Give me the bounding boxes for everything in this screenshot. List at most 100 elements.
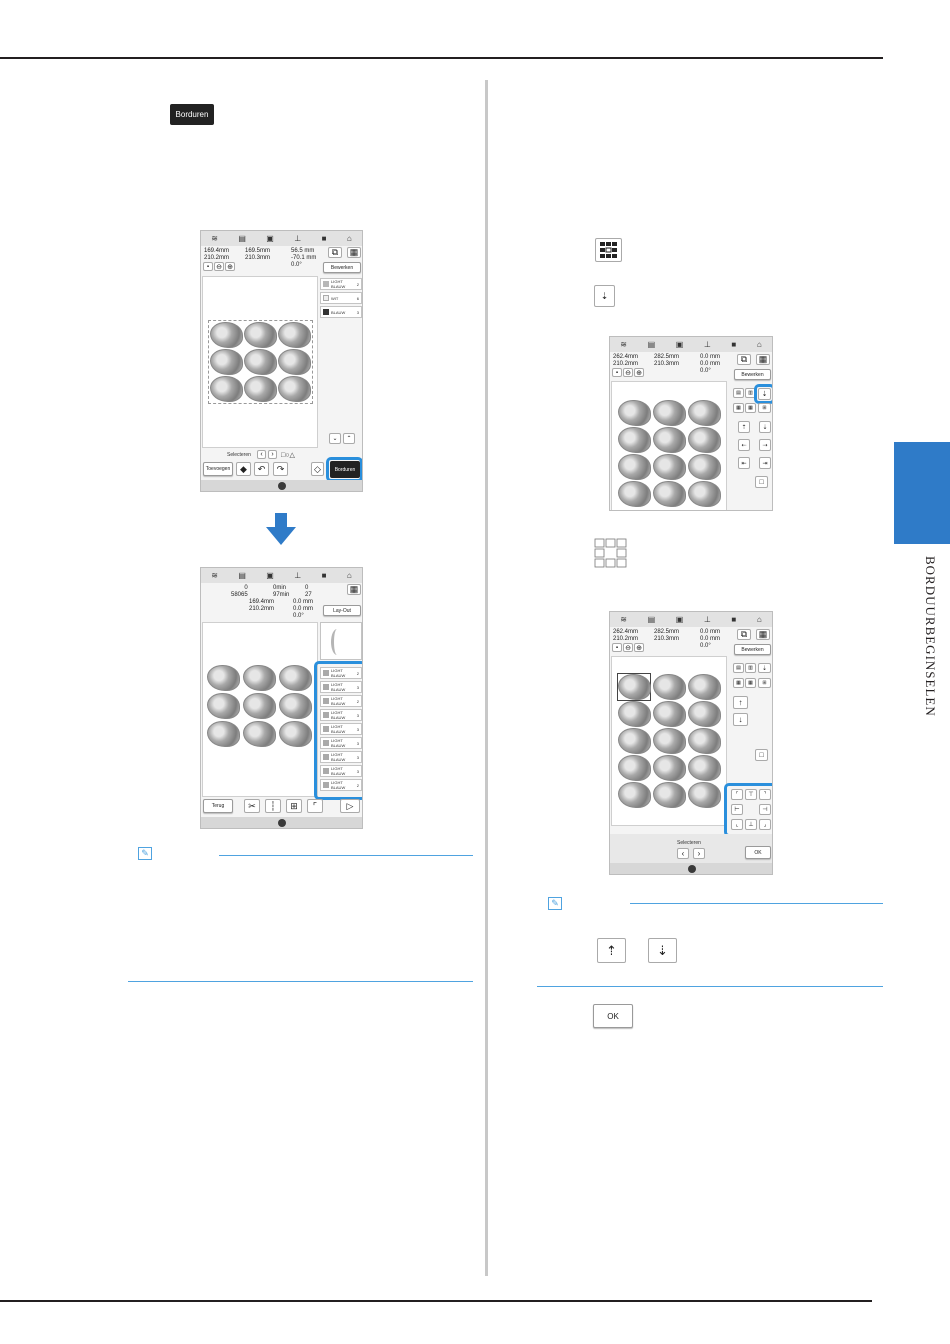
shape-select-icon[interactable]: □○△ — [281, 452, 295, 459]
copy-icon[interactable]: ⧉ — [328, 247, 342, 258]
forward-icon[interactable]: ▷ — [340, 799, 360, 813]
home-dot-icon[interactable] — [688, 865, 696, 873]
zoom-100-icon[interactable]: ▪ — [203, 262, 213, 271]
zoom-in-icon[interactable]: ⊕ — [634, 643, 644, 652]
borduren-screen-button[interactable]: Borduren — [330, 461, 360, 478]
bewerken-button[interactable]: Bewerken — [734, 369, 771, 380]
layout-button[interactable]: Lay-Out — [323, 605, 361, 616]
wifi-icon[interactable]: ≋ — [211, 234, 218, 243]
home-icon[interactable]: ⌂ — [756, 340, 762, 349]
zoom-100-icon[interactable]: ▪ — [612, 368, 622, 377]
help-icon[interactable]: ▣ — [675, 340, 684, 349]
presser-foot-icon[interactable]: ⊥ — [703, 340, 711, 349]
spacing-up-icon[interactable]: ⇡ — [738, 421, 750, 433]
array-row-icon[interactable]: ▦ — [745, 403, 756, 413]
copy-icon[interactable]: ⧉ — [737, 629, 751, 640]
terug-button[interactable]: Terug — [203, 799, 233, 813]
page-icon[interactable]: ▤ — [238, 571, 246, 580]
trial-icon[interactable]: ⊞ — [286, 799, 302, 813]
spacing-narrow-icon[interactable]: ⇤ — [738, 457, 750, 469]
array-row-icon[interactable]: ▦ — [745, 678, 756, 688]
page-icon[interactable]: ▤ — [238, 234, 246, 243]
help-icon[interactable]: ▣ — [266, 234, 274, 243]
bottom-center-icon[interactable]: ⊥ — [745, 819, 757, 830]
spacing-right-icon[interactable]: ⇢ — [759, 439, 771, 451]
home-dot-icon[interactable] — [278, 482, 286, 490]
pattern-grid-icon[interactable] — [595, 238, 622, 262]
page-icon[interactable]: ▤ — [647, 615, 656, 624]
array-grid-icon[interactable]: ⊞ — [758, 678, 771, 688]
presser-foot-icon[interactable]: ⊥ — [703, 615, 711, 624]
lock-icon[interactable]: ■ — [321, 234, 327, 243]
frame-icon[interactable]: ▦ — [756, 629, 770, 640]
zoom-out-icon[interactable]: ⊖ — [623, 368, 633, 377]
help-icon[interactable]: ▣ — [675, 615, 684, 624]
array-vertical-icon[interactable]: ▤ — [733, 663, 744, 673]
memory-icon[interactable]: ◇ — [311, 462, 324, 476]
embroidery-canvas[interactable] — [611, 381, 727, 510]
spacing-left-icon[interactable]: ⇠ — [738, 439, 750, 451]
corner-icon[interactable]: ⌜ — [307, 799, 323, 813]
ok-screen-button[interactable]: OK — [745, 846, 771, 859]
scroll-down-icon[interactable]: ⌄ — [329, 433, 341, 444]
zoom-100-icon[interactable]: ▪ — [612, 643, 622, 652]
top-center-icon[interactable]: ⊤ — [745, 789, 757, 800]
home-icon[interactable]: ⌂ — [756, 615, 762, 624]
array-column-icon[interactable]: ▦ — [733, 403, 744, 413]
array-column-icon[interactable]: ▦ — [733, 678, 744, 688]
embroidery-canvas[interactable] — [202, 276, 318, 448]
lock-icon[interactable]: ■ — [731, 615, 737, 624]
frame-icon[interactable]: ▦ — [347, 247, 361, 258]
wifi-icon[interactable]: ≋ — [211, 571, 218, 580]
add-row-icon[interactable]: ⇣ — [758, 663, 771, 673]
zoom-in-icon[interactable]: ⊕ — [225, 262, 235, 271]
middle-right-icon[interactable]: ⊣ — [759, 804, 771, 815]
wifi-icon[interactable]: ≋ — [620, 615, 627, 624]
spacing-wide-icon[interactable]: ⇥ — [759, 457, 771, 469]
move-down-icon[interactable]: ↓ — [733, 713, 748, 726]
lock-icon[interactable]: ■ — [731, 340, 737, 349]
eraser-icon[interactable]: ◆ — [236, 462, 251, 476]
prev-icon[interactable]: ‹ — [257, 450, 266, 459]
middle-left-icon[interactable]: ⊢ — [731, 804, 743, 815]
undo-icon[interactable]: ↶ — [254, 462, 269, 476]
bewerken-button[interactable]: Bewerken — [323, 262, 361, 273]
copy-icon[interactable]: ⧉ — [737, 354, 751, 365]
presser-foot-icon[interactable]: ⊥ — [294, 234, 302, 243]
help-icon[interactable]: ▣ — [266, 571, 274, 580]
lock-icon[interactable]: ■ — [321, 571, 327, 580]
add-row-icon[interactable]: ⇣ — [758, 388, 771, 400]
array-vertical-icon[interactable]: ▤ — [733, 388, 744, 398]
scroll-up-icon[interactable]: ⌃ — [343, 433, 355, 444]
square-icon[interactable]: □ — [755, 476, 768, 488]
home-icon[interactable]: ⌂ — [346, 571, 352, 580]
scissors-icon[interactable]: ✂ — [244, 799, 260, 813]
zoom-in-icon[interactable]: ⊕ — [634, 368, 644, 377]
frame-icon[interactable]: ▦ — [347, 584, 361, 595]
array-grid-icon[interactable]: ⊞ — [758, 403, 771, 413]
frame-icon[interactable]: ▦ — [756, 354, 770, 365]
bewerken-button[interactable]: Bewerken — [734, 644, 771, 655]
next-icon[interactable]: › — [693, 848, 705, 859]
home-icon[interactable]: ⌂ — [346, 234, 352, 243]
move-down-icon[interactable]: ⇣ — [648, 938, 677, 963]
array-horizontal-icon[interactable]: ▥ — [745, 663, 756, 673]
move-up-icon[interactable]: ⇡ — [597, 938, 626, 963]
home-dot-icon[interactable] — [278, 819, 286, 827]
redo-icon[interactable]: ↷ — [273, 462, 288, 476]
arrow-down-small-icon[interactable]: ⇣ — [594, 285, 615, 307]
presser-foot-icon[interactable]: ⊥ — [294, 571, 302, 580]
embroidery-canvas[interactable] — [202, 622, 318, 797]
zoom-out-icon[interactable]: ⊖ — [623, 643, 633, 652]
next-icon[interactable]: › — [268, 450, 277, 459]
move-up-icon[interactable]: ↑ — [733, 696, 748, 709]
